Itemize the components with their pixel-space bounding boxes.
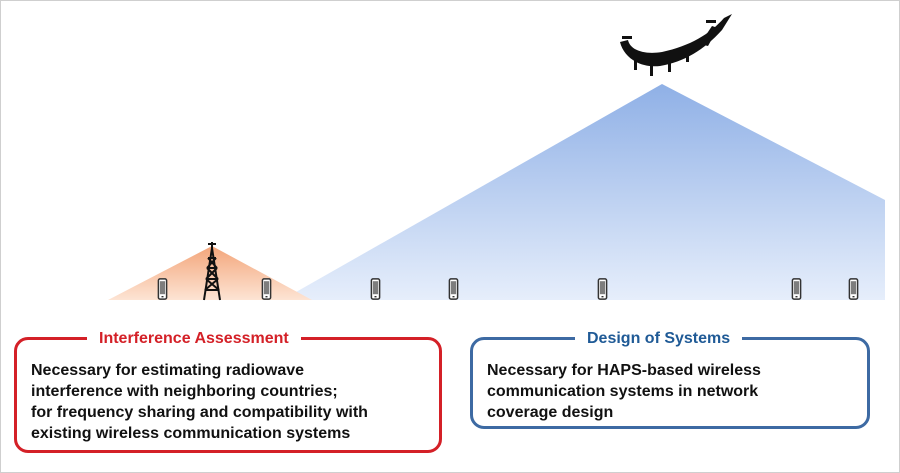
cell-tower-icon	[203, 242, 221, 301]
tower-coverage-beam	[108, 246, 312, 300]
haps-coverage-beam	[282, 84, 885, 300]
smartphone-icon	[448, 278, 459, 300]
interference-assessment-title: Interference Assessment	[87, 329, 301, 349]
design-of-systems-title: Design of Systems	[575, 329, 743, 349]
smartphone-icon	[848, 278, 859, 300]
interference-assessment-text: Necessary for estimating radiowave inter…	[31, 362, 368, 442]
smartphone-icon	[791, 278, 802, 300]
smartphone-icon	[157, 278, 168, 300]
haps-aircraft-icon	[620, 14, 732, 76]
design-of-systems-text: Necessary for HAPS-based wireless commun…	[487, 362, 761, 421]
smartphone-icon	[597, 278, 608, 300]
smartphone-icon	[370, 278, 381, 300]
smartphone-icon	[261, 278, 272, 300]
interference-assessment-box: Interference Assessment Necessary for es…	[14, 329, 442, 453]
design-of-systems-box: Design of Systems Necessary for HAPS-bas…	[470, 329, 870, 429]
